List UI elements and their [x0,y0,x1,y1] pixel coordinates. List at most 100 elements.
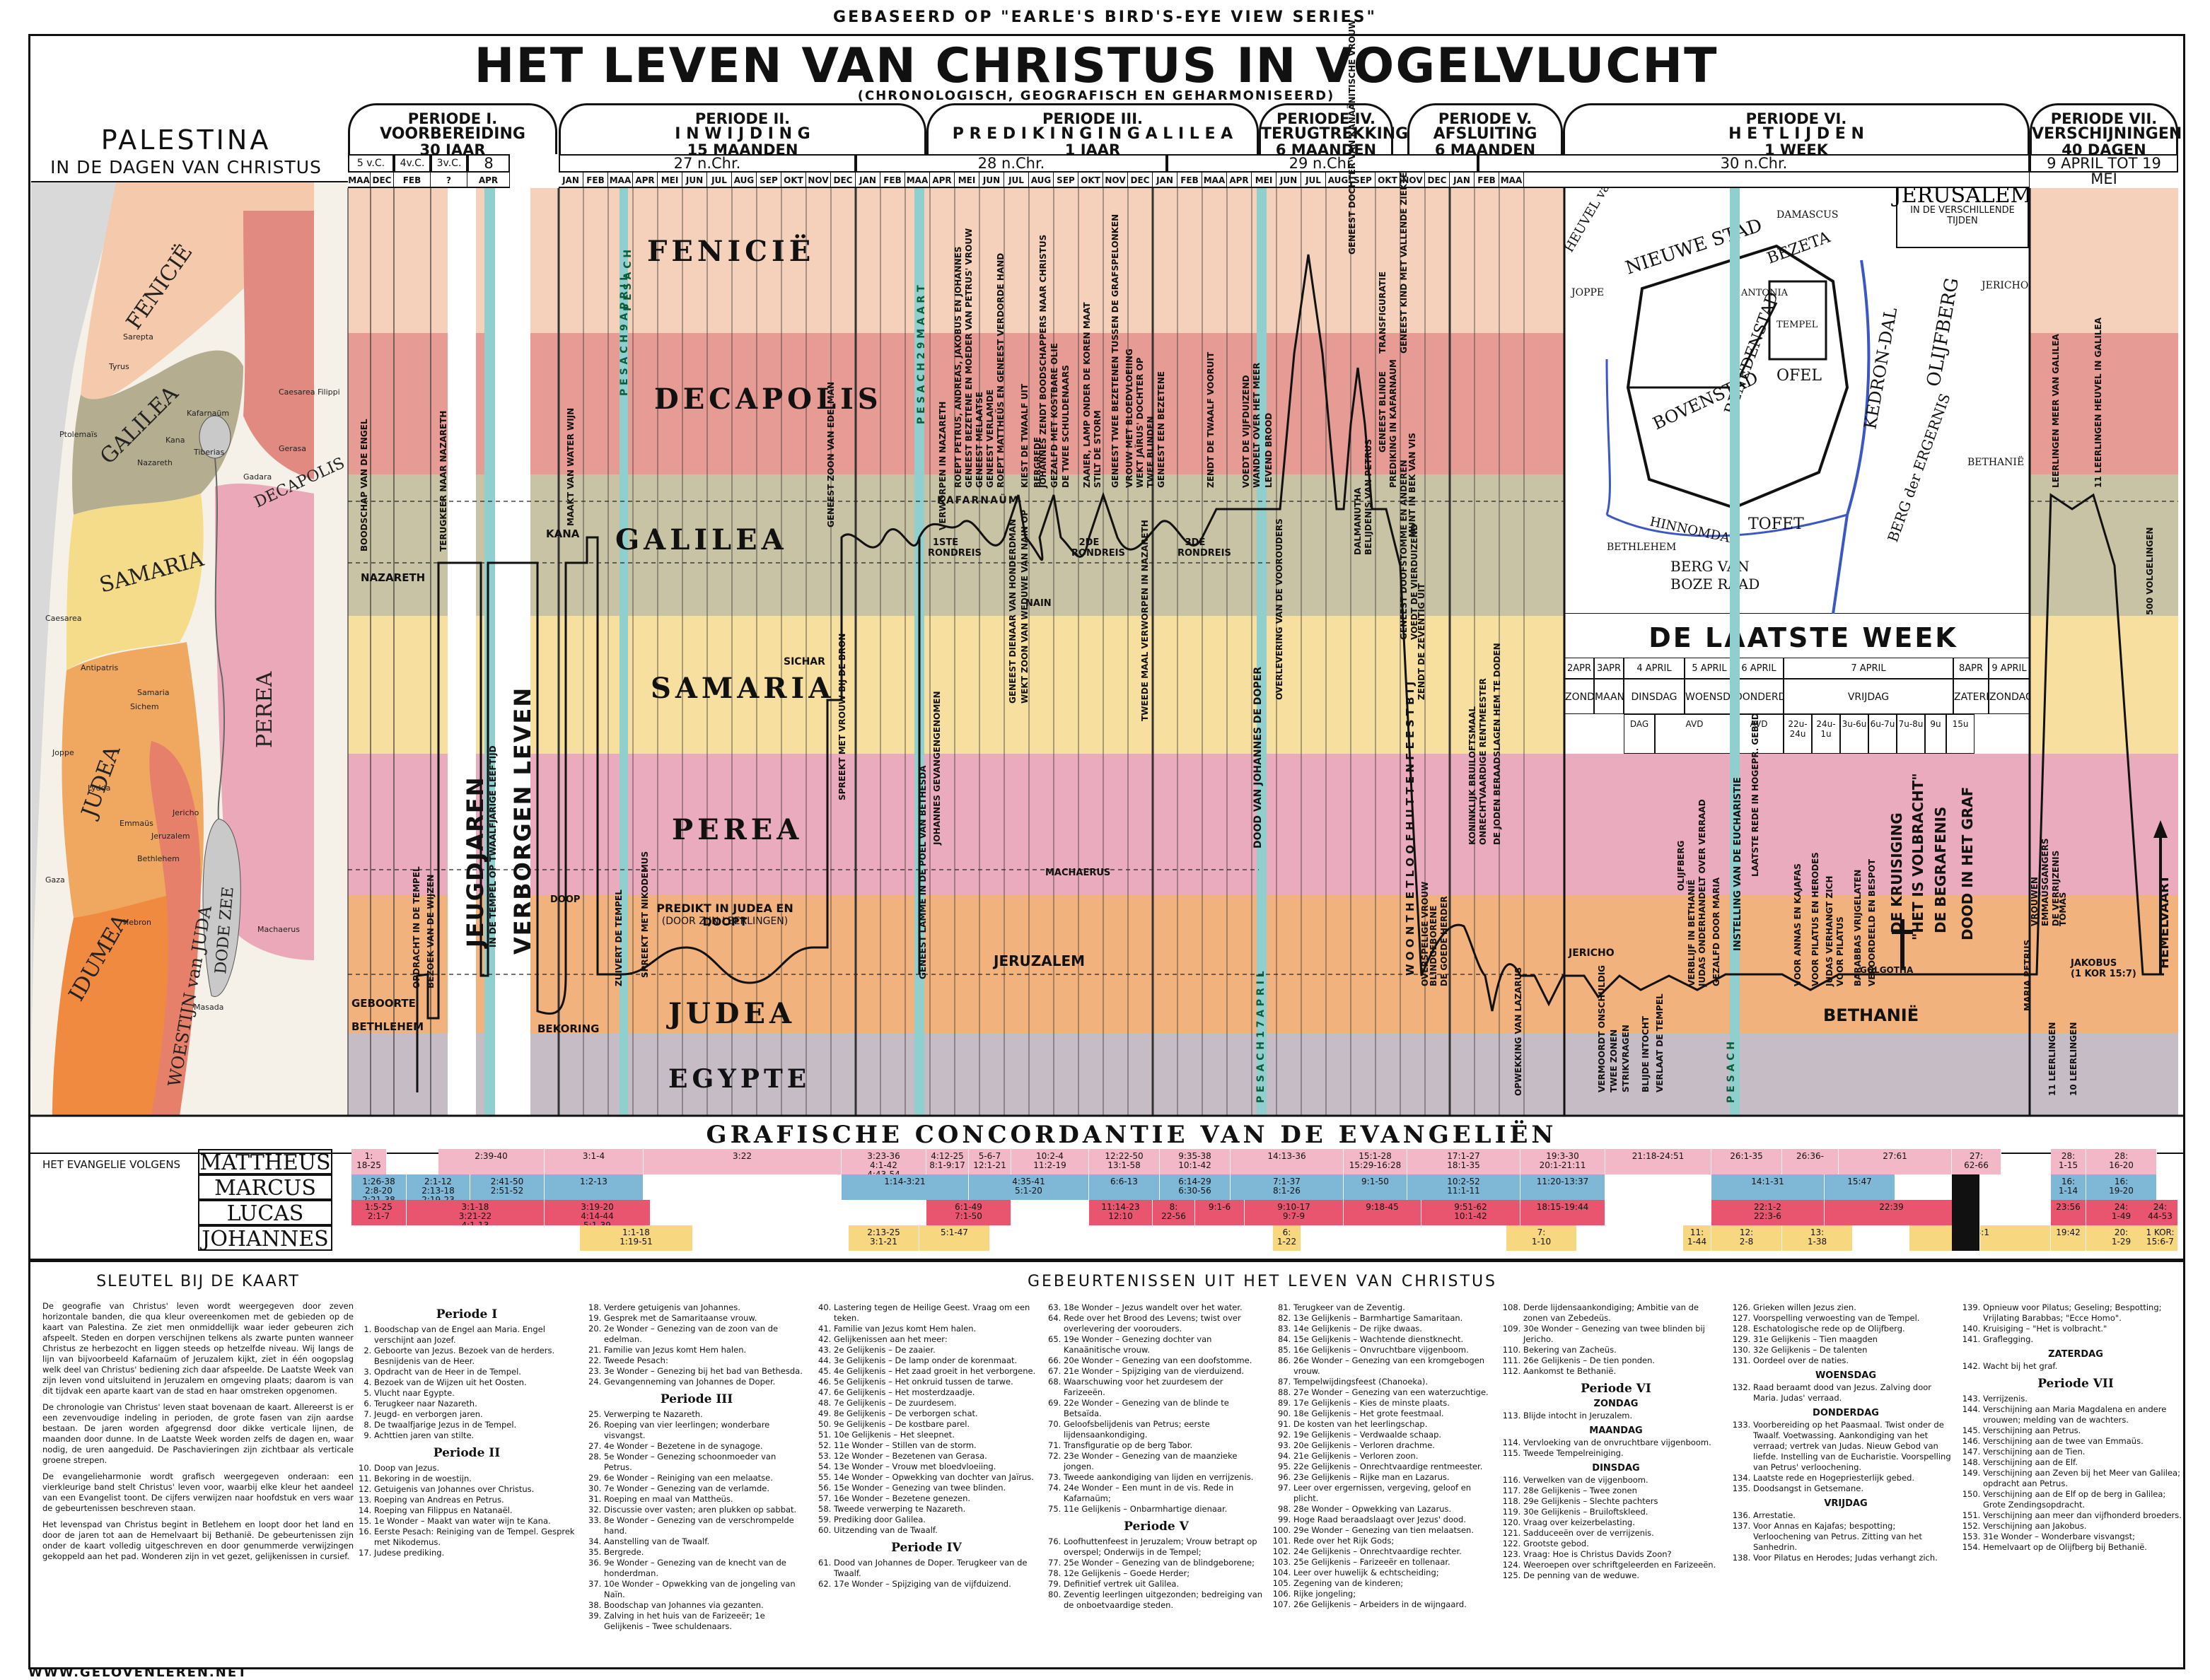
key-item: Blijde intocht in Jeruzalem. [1523,1411,1726,1421]
key-list: 18e Wonder – Jezus wandelt over het wate… [1047,1302,1266,1515]
key-list: Dood van Johannes de Doper. Terugkeer va… [817,1558,1036,1589]
concordance-ref: 18:15-19:44 [1520,1200,1605,1225]
place-jakobus: JAKOBUS (1 KOR 15:7) [2071,958,2136,979]
event-label: TWEE ZONEN [1609,1029,1619,1092]
label-loofhutten: W O O N T H E T L O O F H U T T E N F E … [1404,681,1417,976]
month-cell: DEC [371,173,394,188]
concordance-ref: 5-6-7 12:1-21 [969,1149,1011,1174]
event-label: PREDIKING IN KAFARNAUM [1388,359,1398,488]
life-path [416,254,2164,1092]
lw-day: ZATERDAG [1953,679,1989,714]
lw-date: 7 APRIL [1784,658,1953,679]
key-item: Aanstelling van de Twaalf. [604,1536,806,1547]
period-dur: 1 WEEK [1764,141,1829,158]
key-item: 2e Gelijkenis – De zaaier. [834,1345,1036,1355]
key-item: 4e Wonder – Bezetene in de synagoge. [604,1441,806,1452]
event-label: VERBLIJF IN BETHANIË [1687,879,1697,986]
month-cell: SEP [1351,173,1376,188]
key-item: Tempelwijdingsfeest (Chanoeka). [1293,1377,1496,1387]
key-item: Familie van Jezus komt Hem halen. [834,1324,1036,1334]
key-item: Leer over ergernissen, vergeving, geloof… [1293,1483,1496,1504]
svg-text:Ptolemaïs: Ptolemaïs [59,430,98,439]
month-cell: FEB [583,173,608,188]
svg-text:BETHLEHEM: BETHLEHEM [1607,542,1676,553]
key-paragraphs: De geografie van Christus' leven wordt w… [42,1301,354,1562]
svg-text:BETHANIË: BETHANIË [1967,455,2024,468]
lw-band-judea [1564,895,2030,1033]
year-3vc: 3v.C. [431,154,467,173]
key-item: 5e Gelijkenis – Het onkruid tussen de ta… [834,1377,1036,1387]
concordance-ref: 6: 1-22 [1273,1225,1301,1251]
concordance-ref: 9:51-62 10:1-42 [1421,1200,1520,1225]
key-item: Getuigenis van Johannes over Christus. [374,1484,576,1495]
key-item: De twaalfjarige Jezus in de Tempel. [374,1420,576,1430]
key-item: Roeping van vier leerlingen; wonderbare … [604,1420,806,1441]
event-label: SPREEKT MET VROUW BIJ DE BRON [837,633,847,800]
key-item: 17e Wonder – Spijziging van de vijfduize… [834,1579,1036,1589]
band-r-judea [2030,895,2178,1033]
key-item: Verschijning aan Maria Magdalena en ande… [1983,1404,2185,1425]
lw-day: DINSDAG [1624,679,1685,714]
lw-day: ZONDAG [1989,679,2030,714]
key-item: 24e Gelijkenis – Onrechtvaardige rechter… [1293,1546,1496,1557]
region-label-perea: PEREA [672,813,803,846]
month-cell-lastweek [1524,173,2030,188]
concordance-ref: 15:47 [1825,1174,1895,1200]
page-subtitle: (CHRONOLOGISCH, GEOGRAFISCH EN GEHARMONI… [857,88,1335,103]
site-url[interactable]: WWW.GELOVENLEREN.NET [28,1665,248,1680]
concordance-ref: 7:1-37 8:1-26 [1231,1174,1344,1200]
event-label: DE JODEN BERAADSLAGEN HEM TE DODEN [1492,643,1502,845]
label-jeugdjaren: JEUGDJAREN [462,776,489,947]
event-label: DE TWEE SCHULDENAARS [1061,365,1071,488]
svg-text:Machaerus: Machaerus [257,925,300,934]
event-label: TOMAS [2058,892,2068,926]
concordance-ref: 14:13-36 [1231,1149,1344,1174]
divider [28,1260,2185,1262]
month-cell: MEI [955,173,979,188]
key-item: 13e Gelijkenis – Barmhartige Samaritaan. [1293,1313,1496,1324]
period-roman: PERIODE V. [1438,110,1533,127]
event-label: 11 LEERLINGEN [2047,1022,2057,1096]
key-item: Prediking door Galilea. [834,1515,1036,1525]
key-item: Graflegging. [1983,1334,2185,1345]
event-label: KIEST DE TWAALF UIT [1020,383,1030,488]
key-subheading: ZONDAG [1593,1399,1639,1409]
month-cell: FEB [394,173,431,188]
lw-hour: 3u-6u [1840,714,1868,754]
event-label: JUDAS ONDERHANDELT OVER VERRAAD [1697,799,1707,986]
key-list: Lastering tegen de Heilige Geest. Vraag … [817,1302,1036,1536]
key-item: Leer over huwelijk & echtscheiding; [1293,1568,1496,1578]
month-cell: APR [930,173,955,188]
month-cell: JUN [682,173,707,188]
gospel-johannes: JOHANNES [198,1225,332,1252]
label-pesach-9april: P E S A C H 9 A P R I L [619,274,630,396]
key-item: Sadduceeën over de verrijzenis. [1523,1528,1726,1539]
key-item: 28e Gelijkenis – Twee zonen [1523,1486,1726,1496]
concordance-ref: 2:13-25 3:1-21 [849,1225,919,1251]
key-item: 21e Gelijkenis – Verloren zoon. [1293,1451,1496,1462]
key-item: Tweede verwerping te Nazareth. [834,1504,1036,1515]
month-cell: DEC [1128,173,1153,188]
period-roman: PERIODE I. [407,110,498,127]
svg-text:Caesarea Filippi: Caesarea Filippi [279,387,340,397]
top-note: GEBASEERD OP "EARLE'S BIRD'S-EYE VIEW SE… [833,8,1377,26]
event-label: JOHANNES GEVANGENGENOMEN [932,691,942,845]
month-cell: MAA [608,173,633,188]
key-item: Zeventig leerlingen uitgezonden; bedreig… [1064,1589,1266,1611]
svg-text:Gadara: Gadara [243,472,272,482]
concordance-ref: 9:10-17 9:7-9 [1245,1200,1344,1225]
key-item: 23e Wonder – Genezing van de maanzieke j… [1064,1451,1266,1472]
key-item: Waarschuwing voor het zuurdesem der Fari… [1064,1377,1266,1398]
month-cell: AUG [1029,173,1054,188]
label-predikt-judea: PREDIKT IN JUDEA EN DOOPT [656,902,793,928]
key-item: 16e Gelijkenis – Onvruchtbare vijgenboom… [1293,1345,1496,1355]
key-item: Boodschap van Johannes via gezanten. [604,1600,806,1611]
event-label: GEZALFD MET KOSTBARE OLIE [1049,343,1059,488]
key-item: Judese prediking. [374,1548,576,1558]
event-label: TERUGKEER NAAR NAZARETH [438,410,448,552]
concordance-ref: 1:14-3:21 [842,1174,969,1200]
lw-date: 8APR [1953,658,1989,679]
svg-text:Sarepta: Sarepta [123,332,153,342]
month-cell: JAN [1153,173,1177,188]
key-item: 8e Wonder – Genezing van de verschrompel… [604,1515,806,1536]
